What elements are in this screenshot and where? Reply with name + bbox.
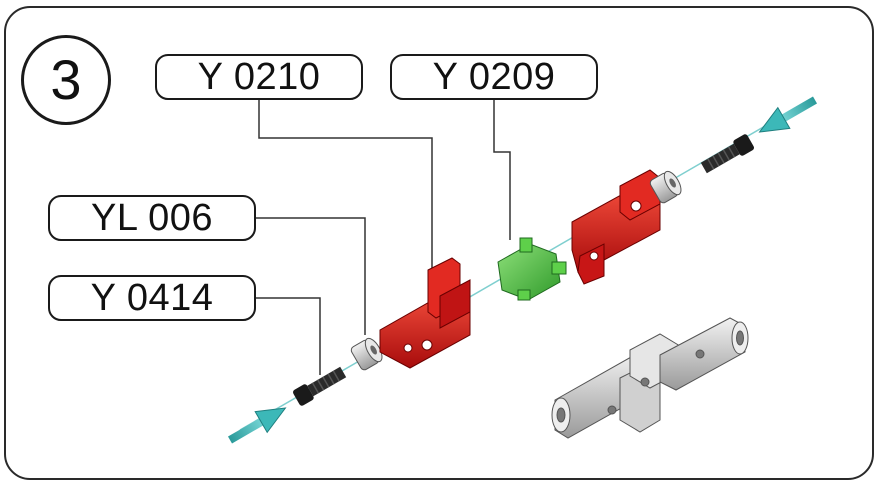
red-bracket-right — [571, 169, 661, 285]
step-number-badge: 3 — [21, 35, 111, 125]
insert-arrow-left — [228, 407, 287, 444]
part-label-y0210: Y 0210 — [155, 54, 363, 100]
leader-line-y0209 — [493, 100, 511, 240]
assembled-joint — [551, 317, 749, 439]
part-label-y0209: Y 0209 — [390, 54, 598, 100]
green-coupler — [497, 237, 567, 301]
leader-line-yl006 — [256, 217, 366, 335]
leader-line-y0414 — [256, 297, 321, 375]
screw-left — [293, 366, 347, 406]
leader-lines — [256, 100, 511, 375]
bearing-left — [350, 337, 383, 371]
insert-arrow-right — [758, 96, 817, 133]
screw-right — [700, 134, 754, 174]
leader-line-y0210 — [258, 100, 433, 270]
bearing-right — [649, 170, 682, 204]
red-bracket-left — [379, 257, 471, 369]
part-label-yl006: YL 006 — [48, 195, 256, 241]
part-label-y0414: Y 0414 — [48, 275, 256, 321]
